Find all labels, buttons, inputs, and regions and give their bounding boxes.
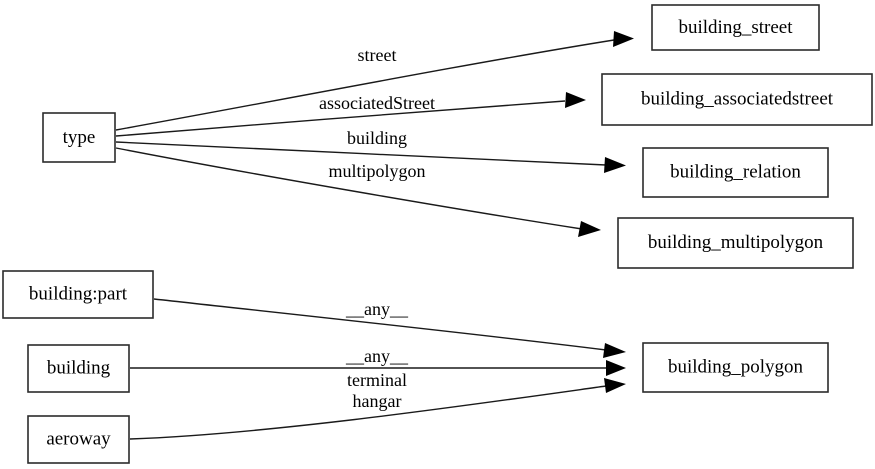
edge-label-associatedstreet: associatedStreet (319, 93, 435, 113)
edge-line (153, 298, 607, 351)
node-label: building_associatedstreet (641, 88, 834, 109)
node-box (617, 217, 854, 269)
node-label: building (47, 357, 111, 378)
arrow-head-icon (604, 378, 626, 393)
edge-label-terminal: terminal (347, 370, 407, 390)
node-aeroway[interactable]: aeroway (27, 415, 130, 464)
edge-aeroway-building-polygon[interactable] (129, 378, 626, 440)
arrow-head-icon (603, 343, 626, 358)
edge-type-building-relation[interactable] (115, 141, 626, 173)
edge-line (115, 100, 566, 137)
arrow-head-icon (565, 92, 586, 108)
node-building-polygon[interactable]: building_polygon (642, 342, 829, 393)
node-label: building_street (679, 17, 794, 38)
arrow-head-icon (606, 360, 626, 376)
node-type[interactable]: type (42, 112, 116, 163)
edge-label-building: building (347, 128, 407, 148)
node-box (2, 270, 154, 319)
arrow-head-icon (613, 31, 634, 47)
edge-label-any-part: __any__ (345, 299, 409, 319)
edges-layer (115, 31, 634, 440)
arrow-head-icon (578, 221, 601, 237)
edge-label-street: street (358, 45, 397, 65)
node-box (651, 4, 820, 51)
node-building-multipolygon[interactable]: building_multipolygon (617, 217, 854, 269)
node-label: aeroway (46, 428, 111, 449)
edge-building-building-polygon[interactable] (130, 360, 626, 376)
edge-label-multipolygon: multipolygon (328, 161, 425, 181)
edge-label-hangar: hangar (353, 391, 402, 411)
node-box (642, 342, 829, 393)
node-label: building_polygon (668, 356, 804, 377)
node-building[interactable]: building (27, 344, 130, 393)
edge-line (115, 39, 615, 131)
node-label: type (63, 127, 96, 148)
node-box (42, 112, 116, 163)
edge-labels-layer: street associatedStreet building multipo… (319, 45, 435, 411)
node-building-relation[interactable]: building_relation (642, 147, 829, 198)
node-label: building_relation (670, 161, 801, 182)
node-building-part[interactable]: building:part (2, 270, 154, 319)
node-label: building:part (29, 283, 128, 304)
edge-type-building-street[interactable] (115, 31, 634, 131)
node-box (27, 344, 130, 393)
nodes-layer: type building_street building_associated… (2, 4, 873, 464)
edge-line (115, 141, 607, 166)
arrow-head-icon (604, 157, 626, 173)
node-label: building_multipolygon (648, 232, 824, 253)
node-building-associatedstreet[interactable]: building_associatedstreet (601, 73, 873, 126)
edge-line (115, 147, 583, 230)
node-box (27, 415, 130, 464)
node-box (601, 73, 873, 126)
edge-buildingpart-building-polygon[interactable] (153, 298, 626, 358)
edge-type-building-multipolygon[interactable] (115, 147, 601, 237)
edge-type-building-associatedstreet[interactable] (115, 92, 586, 137)
edge-line (129, 385, 607, 440)
edge-label-any-building: __any__ (345, 346, 409, 366)
node-box (642, 147, 829, 198)
node-building-street[interactable]: building_street (651, 4, 820, 51)
